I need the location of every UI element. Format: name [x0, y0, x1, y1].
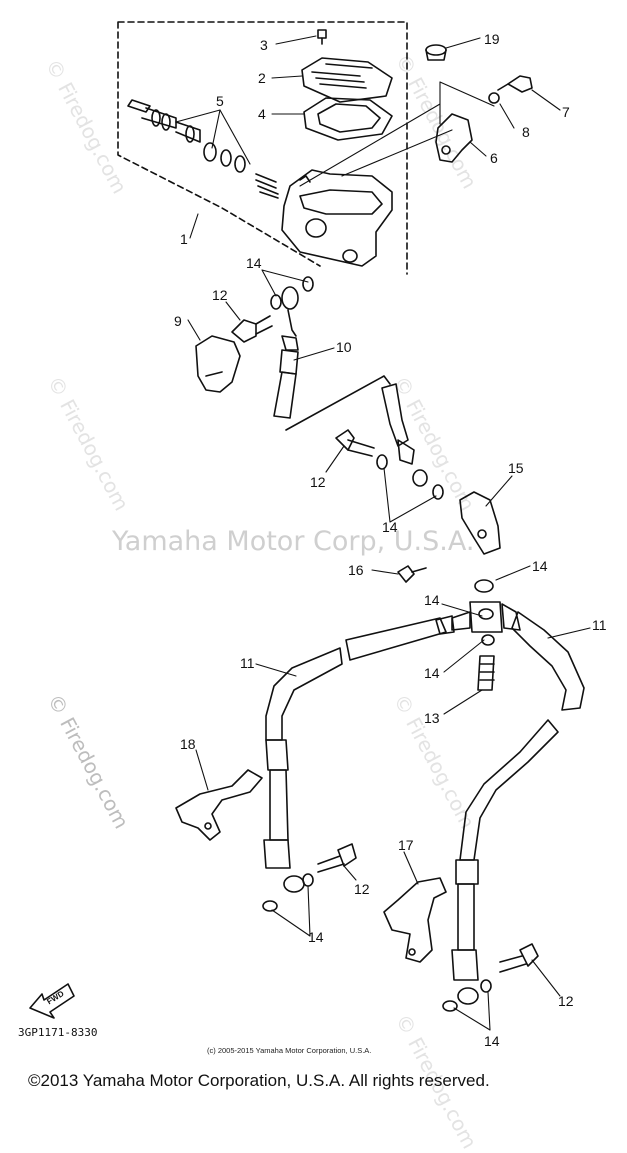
- small-copyright: (c) 2005-2015 Yamaha Motor Corporation, …: [207, 1046, 372, 1055]
- callout-10: 10: [336, 339, 352, 355]
- callout-14d: 14: [424, 592, 440, 608]
- brake-hose-10-lower: [381, 383, 428, 487]
- brake-hose-10: [273, 335, 299, 419]
- reservoir-cap: [301, 57, 393, 103]
- callout-12d: 12: [558, 993, 574, 1009]
- assembly-boundary: [117, 21, 408, 275]
- copper-washer: [302, 276, 314, 292]
- three-way-fitting: [451, 601, 521, 633]
- washer-8: [488, 92, 500, 104]
- callout-12c: 12: [354, 881, 370, 897]
- boot-cover: [195, 335, 241, 393]
- copper-washer: [432, 484, 444, 500]
- callout-18: 18: [180, 736, 196, 752]
- lever-holder: [435, 113, 473, 163]
- callout-14: 14: [246, 255, 262, 271]
- callout-14b: 14: [382, 519, 398, 535]
- piston-kit: [127, 99, 279, 199]
- copper-washer: [302, 873, 314, 887]
- joint-bolt: [397, 565, 427, 583]
- copper-washer: [474, 579, 494, 593]
- callout-16: 16: [348, 562, 364, 578]
- copper-washer: [270, 294, 282, 310]
- callout-6: 6: [490, 150, 498, 166]
- fwd-arrow: [29, 983, 75, 1019]
- callout-19: 19: [484, 31, 500, 47]
- union-bolt-lower-right: [499, 943, 539, 973]
- brake-parts-diagram: 3 2 4 5 1 19 7 8 6 14 12 9 10 12 14 15 1…: [29, 21, 607, 1049]
- copper-washer: [481, 634, 495, 646]
- copper-washer: [480, 979, 492, 993]
- callout-labels: 3 2 4 5 1 19 7 8 6 14 12 9 10 12 14 15 1…: [45, 31, 606, 1049]
- callout-1: 1: [180, 231, 188, 247]
- callout-11b: 11: [592, 617, 607, 633]
- callout-14f: 14: [308, 929, 324, 945]
- brand-watermark: Yamaha Motor Corp, U.S.A.: [112, 526, 475, 557]
- copper-washer: [262, 900, 278, 912]
- callout-3: 3: [260, 37, 268, 53]
- callout-14e: 14: [424, 665, 440, 681]
- callout-15: 15: [508, 460, 524, 476]
- hose-bracket-18: [175, 769, 263, 841]
- copyright-footer: ©2013 Yamaha Motor Corporation, U.S.A. A…: [28, 1071, 490, 1090]
- callout-5: 5: [216, 93, 224, 109]
- copper-washer: [442, 1000, 458, 1012]
- callout-7: 7: [562, 104, 570, 120]
- cap-screw: [317, 29, 327, 45]
- holder-bolt: [497, 75, 533, 93]
- brake-joint: [459, 491, 501, 555]
- union-bolt-middle: [335, 429, 375, 457]
- callout-9: 9: [174, 313, 182, 329]
- diagram-part-code: 3GP1171-8330: [18, 1026, 98, 1039]
- callout-14g: 14: [484, 1033, 500, 1049]
- union-bolt-lower-left: [317, 843, 357, 873]
- callout-12b: 12: [310, 474, 326, 490]
- callout-2: 2: [258, 70, 266, 86]
- callout-4: 4: [258, 106, 266, 122]
- brake-hose-left: [263, 615, 455, 893]
- callout-8: 8: [522, 124, 530, 140]
- brake-hose-right: [451, 611, 585, 1005]
- callout-14c: 14: [532, 558, 548, 574]
- master-cylinder-body: [281, 169, 393, 267]
- reservoir-plug: [425, 44, 447, 61]
- banjo-bolt-13: [477, 655, 495, 691]
- banjo-fitting-upper: [281, 286, 299, 337]
- copper-washer: [478, 608, 494, 620]
- leader-lines: [175, 35, 591, 1031]
- callout-11: 11: [240, 655, 255, 671]
- hose-bracket-17: [383, 877, 447, 963]
- diaphragm: [303, 97, 393, 141]
- union-bolt-upper: [231, 315, 273, 343]
- callout-13: 13: [424, 710, 440, 726]
- callout-17: 17: [398, 837, 414, 853]
- copper-washer: [376, 454, 388, 470]
- callout-12: 12: [212, 287, 228, 303]
